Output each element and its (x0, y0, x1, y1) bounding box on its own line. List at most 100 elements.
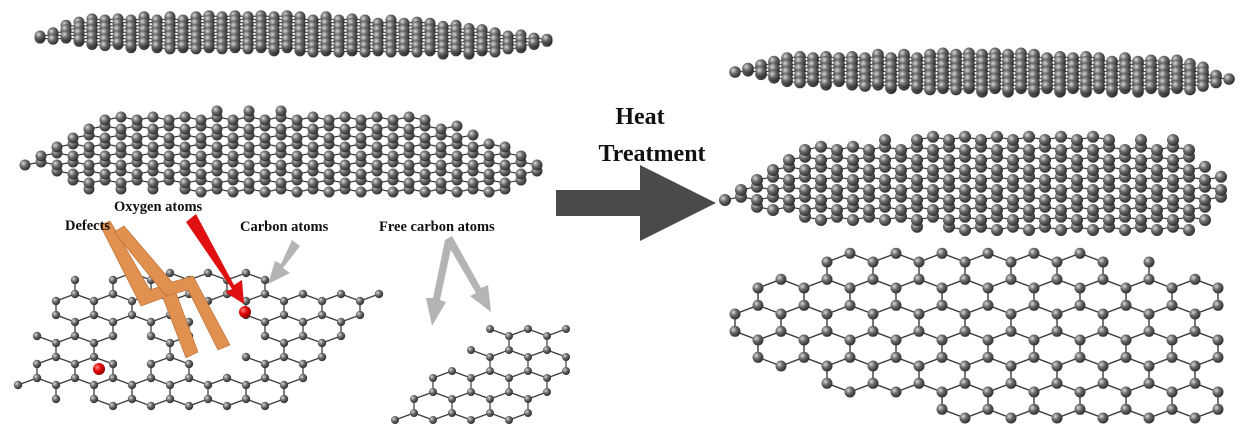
carbon-atom (323, 150, 335, 162)
carbon-atom (486, 409, 494, 417)
carbon-atom (403, 111, 415, 123)
carbon-atom (1119, 184, 1131, 196)
carbon-atom (1023, 184, 1035, 196)
carbon-atom (424, 43, 436, 55)
carbon-atom (131, 132, 143, 144)
carbon-atom (242, 43, 254, 55)
carbon-atom (1143, 412, 1155, 424)
carbon-atom (991, 224, 1003, 236)
carbon-atom (943, 174, 955, 186)
carbon-atom (719, 194, 731, 206)
carbon-atom (1055, 164, 1067, 176)
carbon-atom (1051, 325, 1063, 337)
carbon-atom (562, 367, 570, 375)
carbon-atom (847, 174, 859, 186)
carbon-atom (486, 367, 494, 375)
carbon-atom (890, 386, 902, 398)
carbon-atom (279, 338, 289, 348)
carbon-atom (505, 332, 513, 340)
carbon-atom (752, 334, 764, 346)
carbon-atom (437, 46, 449, 58)
carbon-atom (419, 168, 431, 180)
carbon-atom (1166, 334, 1178, 346)
free-carbon-arrows (426, 236, 491, 326)
carbon-atom (781, 73, 793, 85)
carbon-atom (936, 351, 948, 363)
carbon-atom (1071, 174, 1083, 186)
carbon-atom (323, 132, 335, 144)
carbon-atom (1005, 412, 1017, 424)
carbon-atom (259, 150, 271, 162)
carbon-atom (1184, 83, 1196, 96)
carbon-atom (317, 352, 327, 362)
carbon-atom (991, 204, 1003, 216)
carbon-atom (147, 177, 159, 189)
carbon-atom (1055, 224, 1067, 236)
free-carbon-fragment (391, 325, 570, 424)
left-middle-sheet (19, 105, 543, 198)
carbon-atom (372, 43, 384, 55)
carbon-atom (1199, 160, 1211, 173)
carbon-atom (1167, 154, 1179, 166)
carbon-atom (991, 144, 1003, 156)
carbon-atom (184, 401, 194, 411)
carbon-atom (1051, 377, 1063, 389)
carbon-atom (863, 204, 875, 216)
carbon-atom (243, 159, 255, 171)
carbon-atom (1167, 194, 1179, 206)
carbon-atom (1071, 134, 1083, 146)
carbon-atom (1007, 134, 1019, 146)
carbon-atom (799, 164, 811, 176)
carbon-atom (243, 141, 255, 153)
carbon-atom (184, 373, 194, 383)
carbon-atom (975, 194, 987, 206)
carbon-atom (1007, 194, 1019, 206)
carbon-atom (867, 360, 879, 372)
carbon-atom (767, 164, 779, 176)
carbon-atom (195, 150, 207, 162)
carbon-atom (936, 403, 948, 415)
carbon-atom (1087, 130, 1099, 143)
carbon-atom (108, 359, 118, 369)
carbon-atom (499, 177, 511, 189)
carbon-atom (927, 164, 939, 176)
carbon-atom (448, 395, 456, 403)
carbon-atom (975, 174, 987, 186)
carbon-atom (179, 111, 191, 123)
carbon-atom (1215, 184, 1227, 196)
carbon-atom (1039, 134, 1051, 146)
carbon-atom (911, 174, 923, 186)
carbon-atom (1103, 154, 1115, 166)
carbon-atom (131, 150, 143, 162)
carbon-atom (51, 141, 63, 153)
carbon-atom (147, 111, 159, 123)
carbon-atom (1199, 174, 1211, 186)
carbon-atom (1199, 194, 1211, 206)
carbon-atom (489, 46, 501, 58)
carbon-atom (387, 132, 399, 144)
carbon-atom (339, 159, 351, 171)
carbon-atom (146, 331, 156, 341)
carbon-atom (51, 380, 61, 390)
carbon-atom (1087, 184, 1099, 196)
carbon-atom (1189, 360, 1201, 372)
carbon-atom (163, 168, 175, 180)
carbon-atom (890, 282, 902, 294)
carbon-atom (51, 296, 61, 306)
carbon-atom (1145, 80, 1157, 92)
carbon-atom (959, 164, 971, 176)
carbon-atom (1071, 194, 1083, 206)
carbon-atom (1189, 412, 1201, 424)
carbon-atom (1051, 256, 1063, 268)
carbon-atom (1080, 83, 1092, 96)
carbon-atom (543, 374, 551, 382)
carbon-atom (752, 299, 764, 311)
carbon-atom (419, 150, 431, 162)
carbon-atom (775, 325, 787, 337)
carbon-atom (943, 154, 955, 166)
carbon-atom (291, 114, 303, 126)
oxygen-atom (239, 306, 251, 318)
carbon-atom (943, 194, 955, 206)
carbon-atom (1143, 273, 1155, 285)
carbon-atom (937, 80, 949, 92)
